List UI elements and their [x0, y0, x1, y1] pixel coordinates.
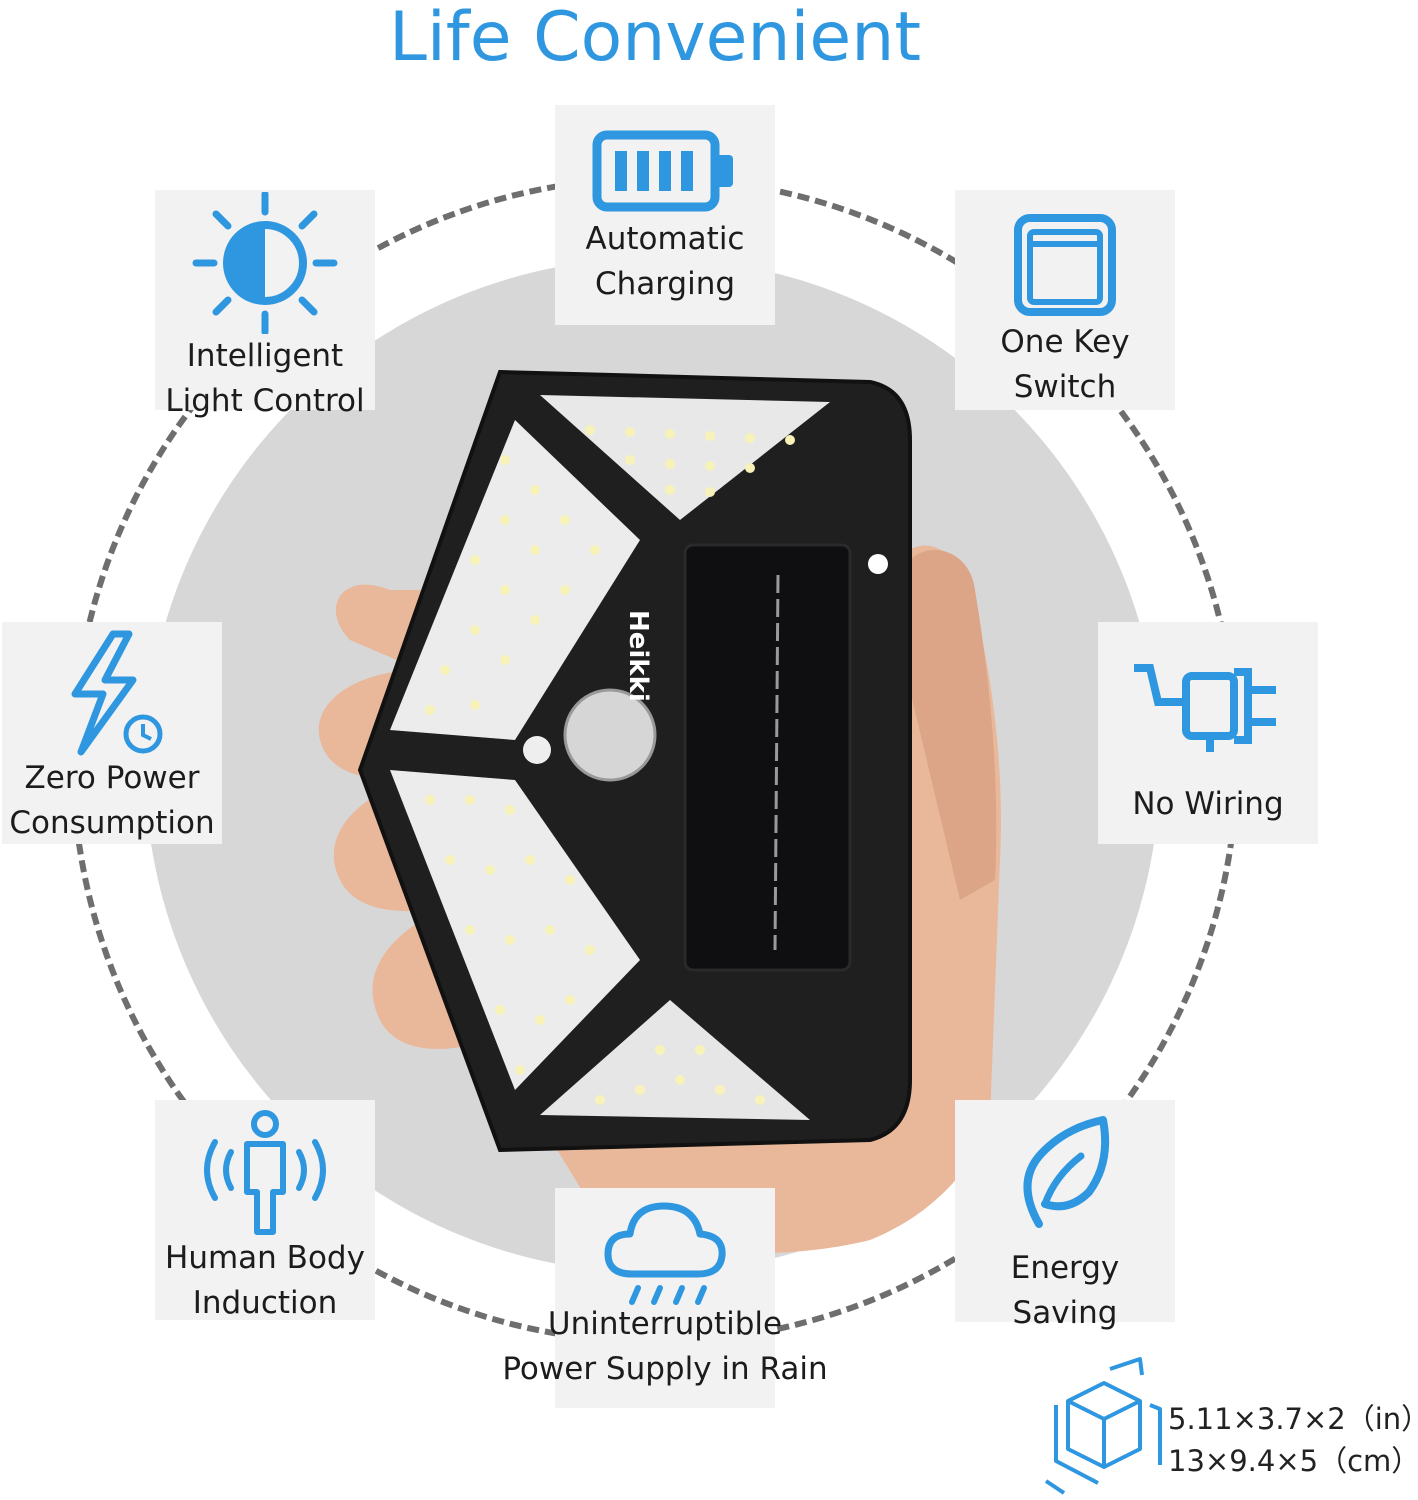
person-sensor-icon [204, 1110, 326, 1235]
dimensions-inches: 5.11×3.7×2（in） [1168, 1402, 1418, 1436]
motion-sensor [563, 688, 657, 782]
switch-icon [1014, 214, 1116, 316]
feature-intelligent-light-control: Intelligent Light Control [155, 190, 375, 419]
page-title: Life Convenient [388, 0, 921, 77]
brand-label: Heikki [623, 610, 653, 702]
led-array [425, 425, 795, 1105]
feature-no-wiring: No Wiring [1098, 622, 1318, 844]
solar-panel [683, 543, 852, 972]
plug-icon [1134, 664, 1276, 752]
solar-light-product-image: Heikki [318, 369, 1001, 1254]
feature-one-key-switch: One Key Switch [955, 190, 1175, 410]
sun-icon [192, 192, 338, 334]
feature-uninterruptible-power: Uninterruptible Power Supply in Rain [502, 1188, 828, 1408]
feature-human-body-induction: Human Body Induction [155, 1100, 375, 1321]
feature-automatic-charging: Automatic Charging [555, 105, 775, 325]
battery-icon [592, 130, 733, 212]
cube-icon [1044, 1357, 1162, 1495]
leaf-icon [1023, 1116, 1110, 1228]
feature-energy-saving: Energy Saving [955, 1100, 1175, 1331]
dimensions-cm: 13×9.4×5（cm） [1168, 1444, 1418, 1478]
dimensions-text: 5.11×3.7×2（in） 13×9.4×5（cm） [1168, 1398, 1418, 1482]
feature-zero-power-consumption: Zero Power Consumption [2, 622, 222, 844]
rain-cloud-icon [604, 1202, 726, 1305]
lightning-clock-icon [71, 630, 163, 756]
